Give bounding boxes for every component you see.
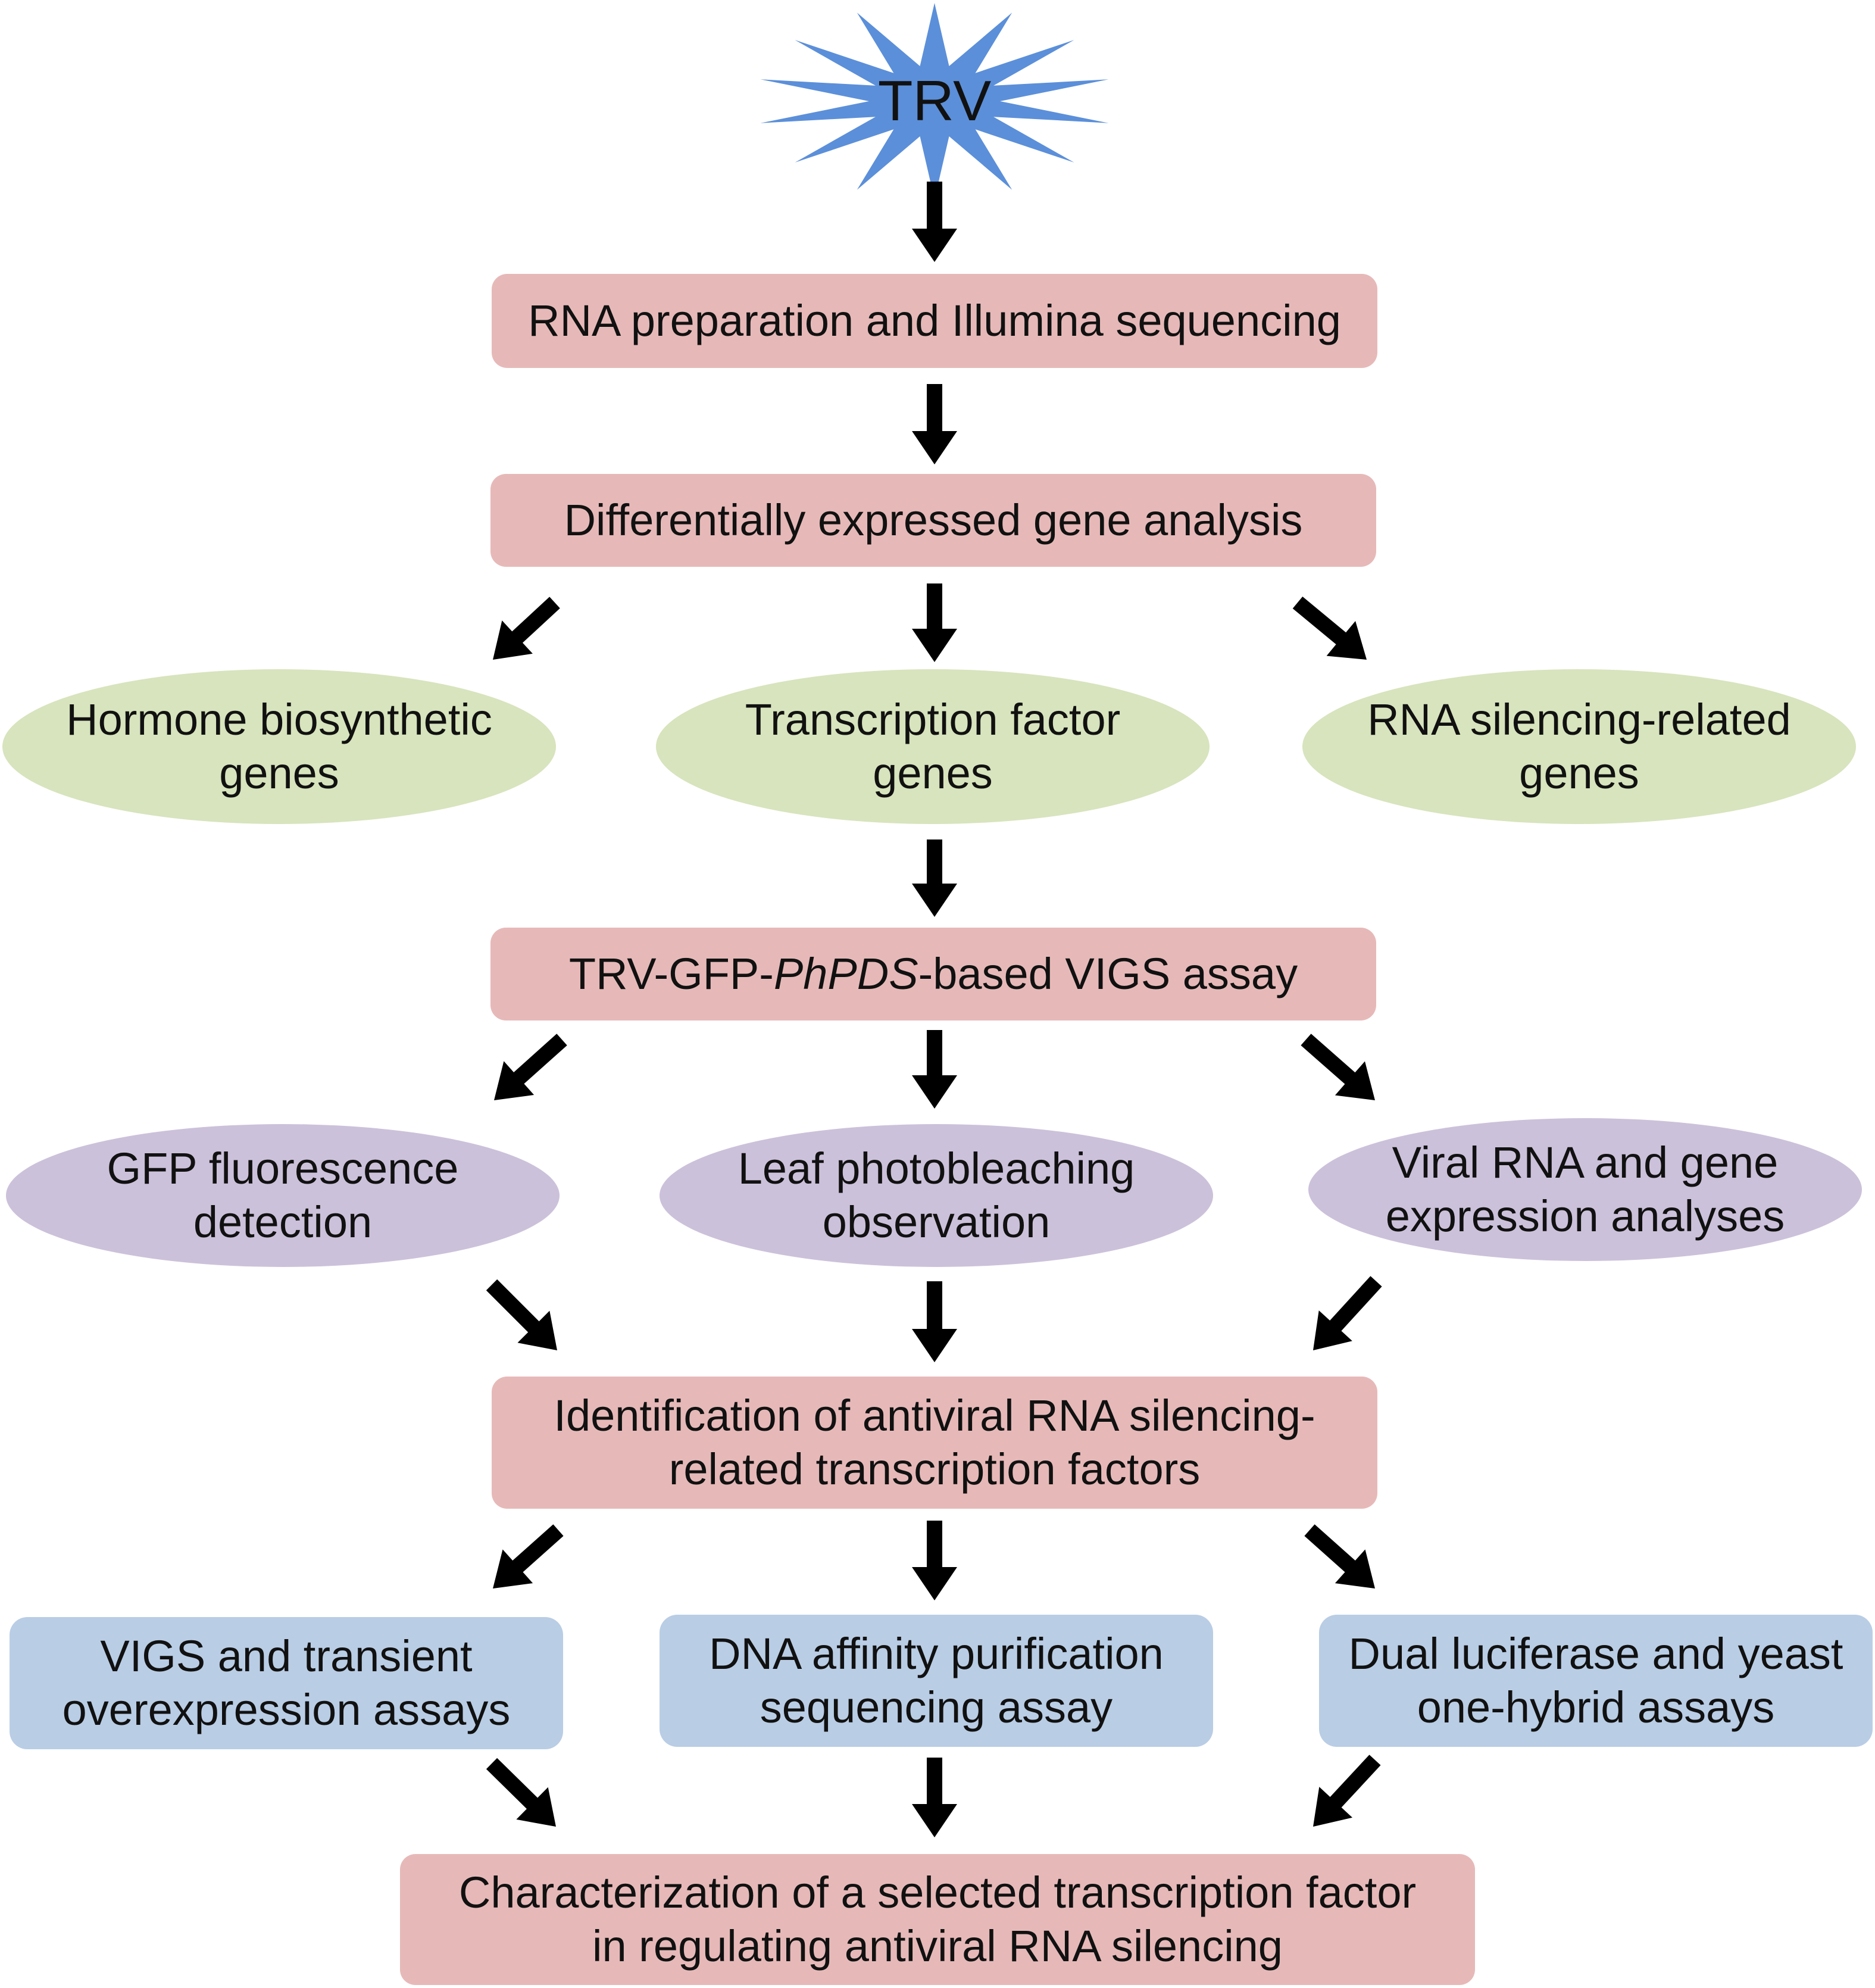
transcription-factor-genes-group: Transcription factor genes xyxy=(656,669,1210,824)
arrow-vigs-to-gfp xyxy=(494,1034,567,1100)
arrow-dapseq-to-characterization xyxy=(912,1758,957,1837)
hormone-genes-group: Hormone biosynthetic genes xyxy=(2,669,556,824)
differential-expression-step: Differentially expressed gene analysis xyxy=(490,474,1376,567)
arrow-deg-to-silencing xyxy=(1292,597,1367,660)
arrow-deg-to-hormone xyxy=(493,597,560,660)
arrow-viral-to-identification xyxy=(1313,1276,1382,1350)
arrow-identification-to-vigs-assay xyxy=(493,1524,564,1588)
arrow-vigs-to-leaf xyxy=(912,1030,957,1109)
arrow-vigs-to-viral xyxy=(1301,1034,1375,1100)
trv-star-shape xyxy=(760,3,1109,199)
rna-preparation-step: RNA preparation and Illumina sequencing xyxy=(492,274,1377,368)
gfp-fluorescence-screen: GFP fluorescence detection xyxy=(6,1124,560,1267)
arrow-tf-to-vigs xyxy=(912,839,957,917)
arrow-gfp-to-identification xyxy=(486,1279,557,1350)
viral-rna-expression-screen: Viral RNA and gene expression analyses xyxy=(1308,1118,1862,1261)
rna-silencing-genes-group: RNA silencing-related genes xyxy=(1302,669,1856,824)
arrow-rna-to-deg xyxy=(912,384,957,464)
arrow-luciferase-to-characterization xyxy=(1313,1755,1381,1827)
vigs-overexpression-assay: VIGS and transient overexpression assays xyxy=(10,1617,563,1749)
leaf-photobleaching-screen: Leaf photobleaching observation xyxy=(660,1124,1213,1267)
arrow-deg-to-tf xyxy=(912,583,957,662)
identification-step: Identification of antiviral RNA silencin… xyxy=(492,1377,1377,1509)
arrow-identification-to-luciferase xyxy=(1304,1524,1375,1588)
vigs-assay-step: TRV-GFP-PhPDS-based VIGS assay xyxy=(490,928,1376,1020)
luciferase-y1h-assay: Dual luciferase and yeast one-hybrid ass… xyxy=(1319,1615,1873,1747)
arrow-trv-to-rna xyxy=(912,182,957,262)
trv-label: TRV xyxy=(877,69,992,133)
characterization-step: Characterization of a selected transcrip… xyxy=(400,1854,1475,1985)
arrow-identification-to-dapseq xyxy=(912,1521,957,1600)
dap-seq-assay: DNA affinity purification sequencing ass… xyxy=(660,1615,1213,1747)
arrow-vigs-assay-to-characterization xyxy=(486,1758,556,1827)
arrow-leaf-to-identification xyxy=(912,1281,957,1362)
